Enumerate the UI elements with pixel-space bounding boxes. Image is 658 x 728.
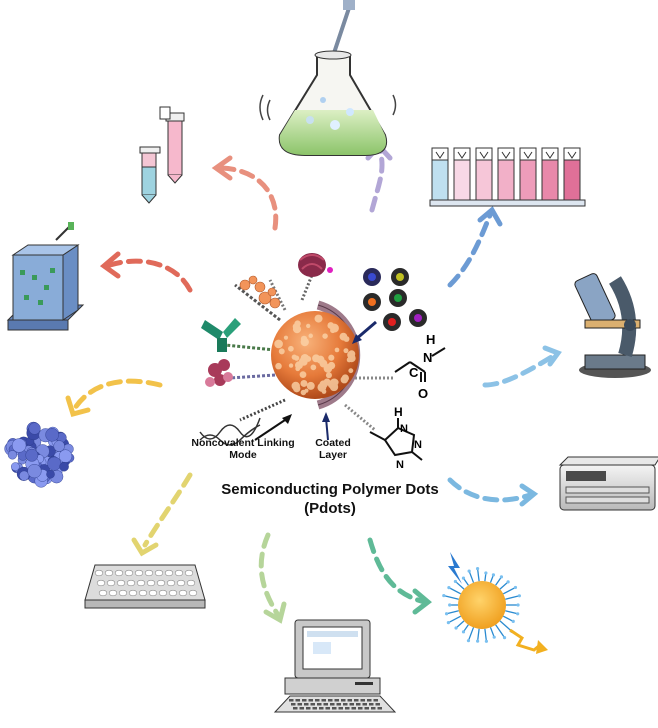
triazole-n1: N bbox=[400, 423, 408, 435]
amide-o: O bbox=[418, 386, 428, 401]
cuvette bbox=[564, 148, 580, 200]
amide-h: H bbox=[426, 332, 435, 347]
amide-structure bbox=[395, 348, 445, 382]
diagram-title: Semiconducting Polymer Dots bbox=[150, 482, 510, 499]
label-noncovalent-linking-mode: Noncovalent Linking Mode bbox=[188, 438, 298, 461]
protein-small-icon bbox=[205, 359, 233, 387]
amide-c: C bbox=[409, 365, 419, 380]
cuvette bbox=[432, 148, 448, 200]
quantum-dots-icon bbox=[352, 268, 427, 344]
cuvette bbox=[454, 148, 470, 200]
enzyme-icon bbox=[298, 253, 333, 277]
arrow-to-computer bbox=[261, 535, 278, 615]
arrow-to-chip bbox=[110, 261, 190, 290]
microscope-icon bbox=[574, 272, 651, 378]
triazole-n3: N bbox=[396, 459, 404, 471]
computer-icon bbox=[275, 620, 395, 712]
spectrometer-icon bbox=[560, 457, 658, 510]
protein-icon bbox=[5, 422, 74, 487]
arrow-to-cuvettes bbox=[450, 215, 490, 285]
microfluidic-chip-icon bbox=[8, 222, 83, 330]
triazole-n2: N bbox=[414, 439, 422, 451]
label-coated-layer: Coated Layer bbox=[306, 438, 360, 461]
microplate-icon bbox=[85, 565, 205, 608]
amide-n: N bbox=[423, 350, 432, 365]
cuvette bbox=[542, 148, 558, 200]
arrow-to-protein bbox=[75, 381, 160, 408]
cuvette bbox=[476, 148, 492, 200]
arrow-to-microscope bbox=[485, 355, 555, 385]
excited-nanoparticle-icon bbox=[442, 552, 548, 654]
cuvette bbox=[498, 148, 514, 200]
triazole-h: H bbox=[394, 405, 403, 419]
arrow-to-flask bbox=[372, 150, 382, 210]
microcentrifuge-tubes-icon bbox=[140, 107, 184, 203]
diagram-subtitle: (Pdots) bbox=[150, 501, 510, 518]
cuvette-rack-icon bbox=[430, 148, 585, 206]
cuvette bbox=[520, 148, 536, 200]
shaking-flask-icon bbox=[260, 0, 396, 155]
